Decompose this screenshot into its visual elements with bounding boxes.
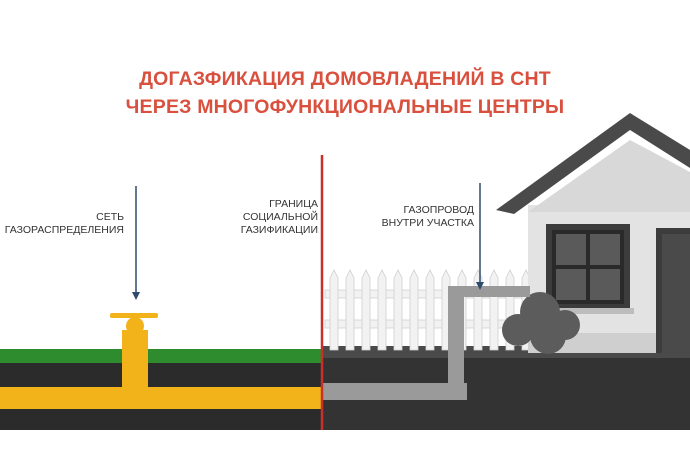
house-door xyxy=(656,228,690,353)
valve-handle xyxy=(110,313,158,318)
label-distribution-network: СЕТЬ ГАЗОРАСПРЕДЕЛЕНИЯ xyxy=(0,211,124,237)
house-gable xyxy=(528,140,690,212)
title-line-1: ДОГАЗФИКАЦИЯ ДОМОВЛАДЕНИЙ В СНТ xyxy=(139,68,551,90)
label-plot-pipe-line-2: ВНУТРИ УЧАСТКА xyxy=(381,217,474,229)
label-boundary-line-2: СОЦИАЛЬНОЙ xyxy=(242,211,318,223)
title-line-2: ЧЕРЕЗ МНОГОФУНКЦИОНАЛЬНЫЕ ЦЕНТРЫ xyxy=(125,96,565,118)
bushes xyxy=(502,292,580,354)
label-distribution-network-line-2: ГАЗОРАСПРЕДЕЛЕНИЯ xyxy=(4,224,124,236)
grass-strip xyxy=(0,349,323,363)
distribution-gas-pipe xyxy=(0,313,323,409)
label-plot-pipe-line-1: ГАЗОПРОВОД xyxy=(403,204,474,216)
label-plot-gas-pipe: ГАЗОПРОВОД ВНУТРИ УЧАСТКА xyxy=(334,204,474,230)
label-distribution-network-line-1: СЕТЬ xyxy=(96,211,124,223)
label-boundary-line-1: ГРАНИЦА xyxy=(269,198,318,210)
plot-gas-pipe xyxy=(323,286,530,400)
pointer-arrows xyxy=(132,183,484,300)
house-window xyxy=(542,224,634,314)
house xyxy=(496,113,690,353)
label-boundary-line-3: ГАЗИФИКАЦИИ xyxy=(240,224,318,236)
label-social-gasification-boundary: ГРАНИЦА СОЦИАЛЬНОЙ ГАЗИФИКАЦИИ xyxy=(210,198,318,237)
house-roof xyxy=(496,113,690,214)
picket-fence xyxy=(324,269,536,351)
